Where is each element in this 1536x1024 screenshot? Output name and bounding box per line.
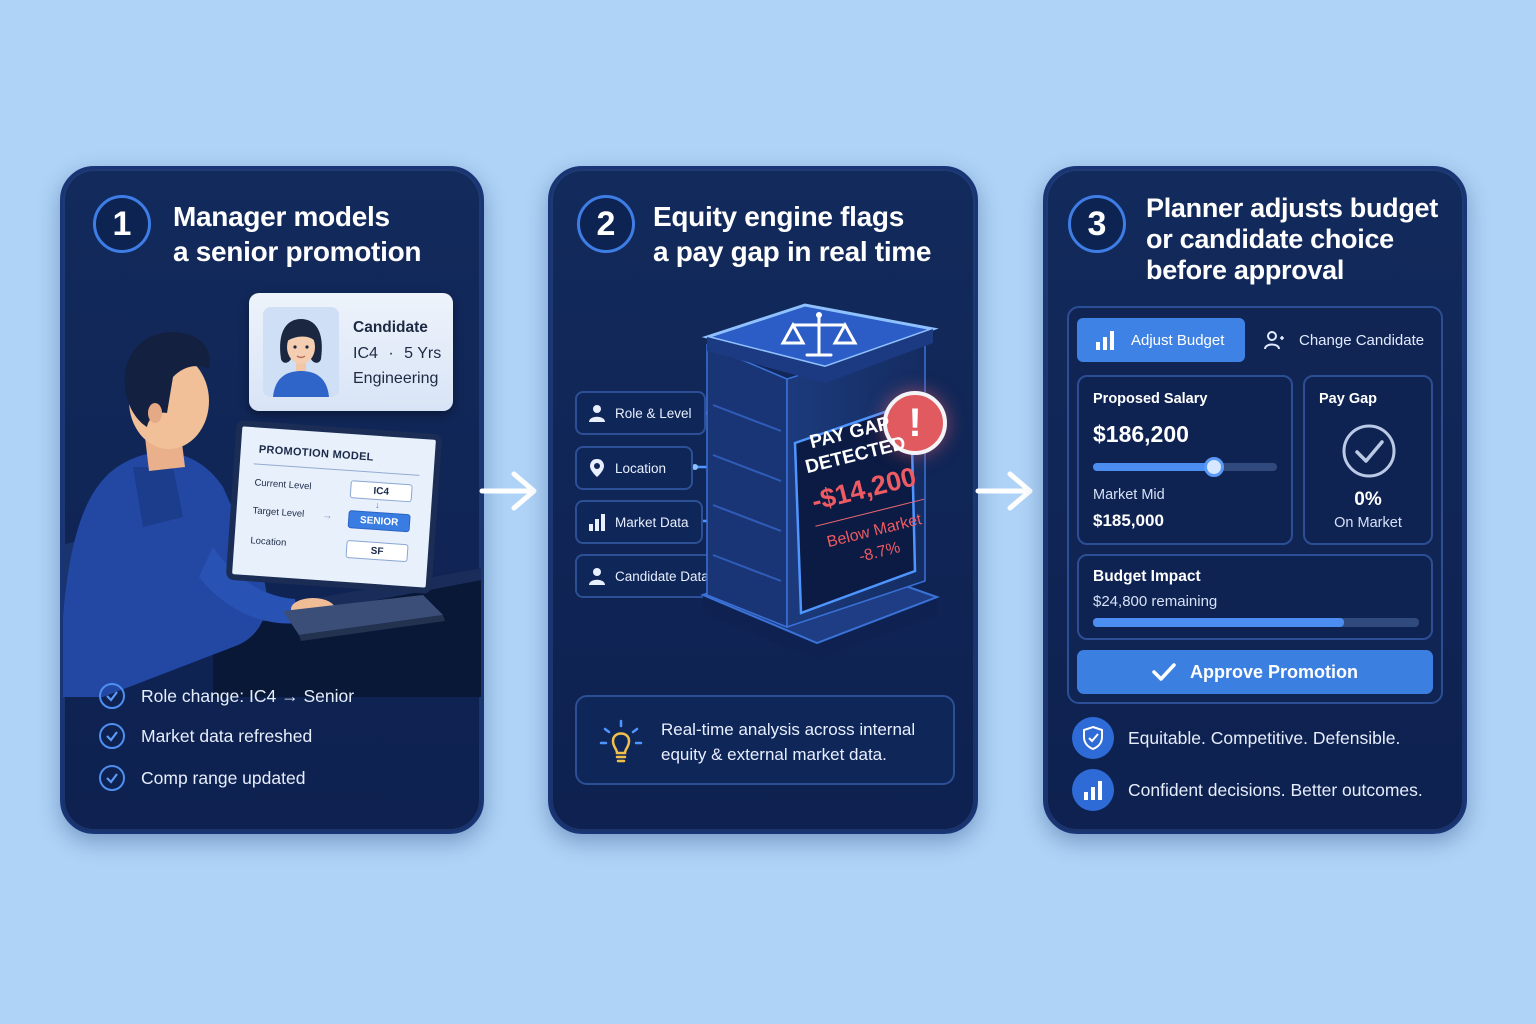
salary-slider-handle[interactable]	[1204, 457, 1225, 477]
checkmark-icon	[1152, 663, 1176, 681]
check-circle-icon	[1342, 424, 1396, 478]
person-icon	[589, 405, 605, 422]
location-label: Location	[250, 535, 287, 549]
current-level-label: Current Level	[254, 477, 312, 493]
candidate-tenure: 5 Yrs	[404, 345, 442, 362]
step-1-number: 1	[93, 195, 151, 253]
footer-item: Confident decisions. Better outcomes.	[1072, 769, 1423, 811]
budget-remaining-text: $24,800 remaining	[1093, 593, 1218, 610]
info-box: Real-time analysis across internal equit…	[575, 695, 955, 785]
tab-label: Change Candidate	[1299, 331, 1425, 349]
footer-text: Equitable. Competitive. Defensible.	[1128, 727, 1401, 748]
checklist-text: Role change: IC4 → Senior	[141, 685, 355, 706]
pay-gap-status-text: On Market	[1334, 515, 1402, 531]
market-mid-label: Market Mid	[1093, 487, 1165, 503]
candidate-avatar	[263, 307, 339, 397]
check-circle-icon	[99, 765, 125, 791]
level-down-arrow-icon: ↓	[374, 499, 381, 511]
checklist-item: Market data refreshed	[99, 723, 312, 749]
tab-label: Adjust Budget	[1131, 331, 1225, 349]
input-location: Location	[575, 446, 693, 490]
location-pin-icon	[590, 459, 604, 477]
pay-gap-box: Pay Gap 0% On Market	[1303, 375, 1433, 545]
step-3-title: Planner adjusts budget or candidate choi…	[1146, 193, 1438, 285]
input-role-level: Role & Level	[575, 391, 706, 435]
salary-slider-fill	[1093, 463, 1215, 471]
bar-chart-icon	[1072, 769, 1114, 811]
approve-label: Approve Promotion	[1189, 661, 1358, 682]
input-label: Market Data	[615, 514, 689, 530]
lightbulb-icon	[599, 719, 643, 763]
target-level-label: Target Level	[252, 505, 305, 520]
person-swap-icon	[1264, 331, 1284, 350]
footer-text: Confident decisions. Better outcomes.	[1128, 779, 1423, 800]
pay-gap-label: Pay Gap	[1319, 391, 1378, 407]
current-level-field[interactable]: IC4	[349, 480, 413, 503]
pay-gap-value: 0%	[1354, 489, 1382, 510]
checklist-item: Role change: IC4 → Senior	[99, 683, 354, 709]
target-arrow-icon: →	[321, 510, 333, 522]
step-1-title: Manager models a senior promotion	[173, 201, 422, 267]
candidate-department: Engineering	[353, 370, 439, 387]
step-2-number: 2	[577, 195, 635, 253]
input-market-data: Market Data	[575, 500, 703, 544]
budget-impact-bar	[1093, 618, 1419, 627]
checklist-text: Comp range updated	[141, 767, 306, 788]
info-text: Real-time analysis across internal equit…	[661, 720, 916, 764]
proposed-salary-box: Proposed Salary $186,200 Market Mid $185…	[1077, 375, 1293, 545]
candidate-level-line: IC4 · 5 Yrs	[353, 345, 441, 363]
bar-chart-icon	[1096, 331, 1114, 350]
alert-icon: !	[883, 391, 947, 455]
input-label: Location	[615, 460, 667, 476]
input-label: Role & Level	[615, 405, 692, 421]
promotion-model-divider	[253, 463, 420, 476]
target-level-field[interactable]: SENIOR	[347, 510, 411, 533]
step-1-card: 1 Manager models a senior promotion Cand…	[60, 166, 484, 834]
candidate-level: IC4	[353, 345, 378, 362]
promotion-model-screen: PROMOTION MODEL Current Level IC4 ↓ Targ…	[225, 420, 443, 594]
input-label: Candidate Data	[615, 568, 709, 584]
budget-impact-box: Budget Impact $24,800 remaining	[1077, 554, 1433, 640]
approve-promotion-button[interactable]: Approve Promotion	[1077, 650, 1433, 694]
budget-impact-fill	[1093, 618, 1345, 627]
checklist-item: Comp range updated	[99, 765, 305, 791]
salary-slider[interactable]	[1093, 457, 1277, 477]
candidate-label: Candidate	[353, 319, 428, 336]
step-3-card: 3 Planner adjusts budget or candidate ch…	[1043, 166, 1467, 834]
step-2-title: Equity engine flags a pay gap in real ti…	[653, 201, 932, 267]
checklist-text: Market data refreshed	[141, 725, 313, 746]
check-circle-icon	[99, 683, 125, 709]
market-mid-value: $185,000	[1093, 511, 1164, 530]
location-field[interactable]: SF	[345, 539, 409, 563]
candidate-separator: ·	[388, 345, 394, 362]
planner-panel: Adjust Budget Change Candidate Proposed …	[1067, 306, 1443, 704]
check-circle-icon	[99, 723, 125, 749]
budget-impact-label: Budget Impact	[1093, 568, 1201, 585]
step-2-card: 2 Equity engine flags a pay gap in real …	[548, 166, 978, 834]
tab-adjust-budget[interactable]: Adjust Budget	[1077, 318, 1245, 362]
shield-check-icon	[1072, 717, 1114, 759]
promotion-model-title: PROMOTION MODEL	[258, 443, 375, 464]
flow-arrow-icon	[975, 471, 1033, 511]
tab-change-candidate[interactable]: Change Candidate	[1253, 318, 1433, 362]
proposed-salary-value: $186,200	[1093, 421, 1189, 447]
step-3-number: 3	[1068, 195, 1126, 253]
proposed-salary-label: Proposed Salary	[1093, 391, 1208, 407]
person-icon	[589, 568, 605, 585]
footer-item: Equitable. Competitive. Defensible.	[1072, 717, 1400, 759]
flow-arrow-icon	[479, 471, 537, 511]
bar-chart-icon	[589, 514, 605, 531]
candidate-card: Candidate IC4 · 5 Yrs Engineering	[249, 293, 453, 411]
equity-engine-tower	[700, 303, 940, 659]
